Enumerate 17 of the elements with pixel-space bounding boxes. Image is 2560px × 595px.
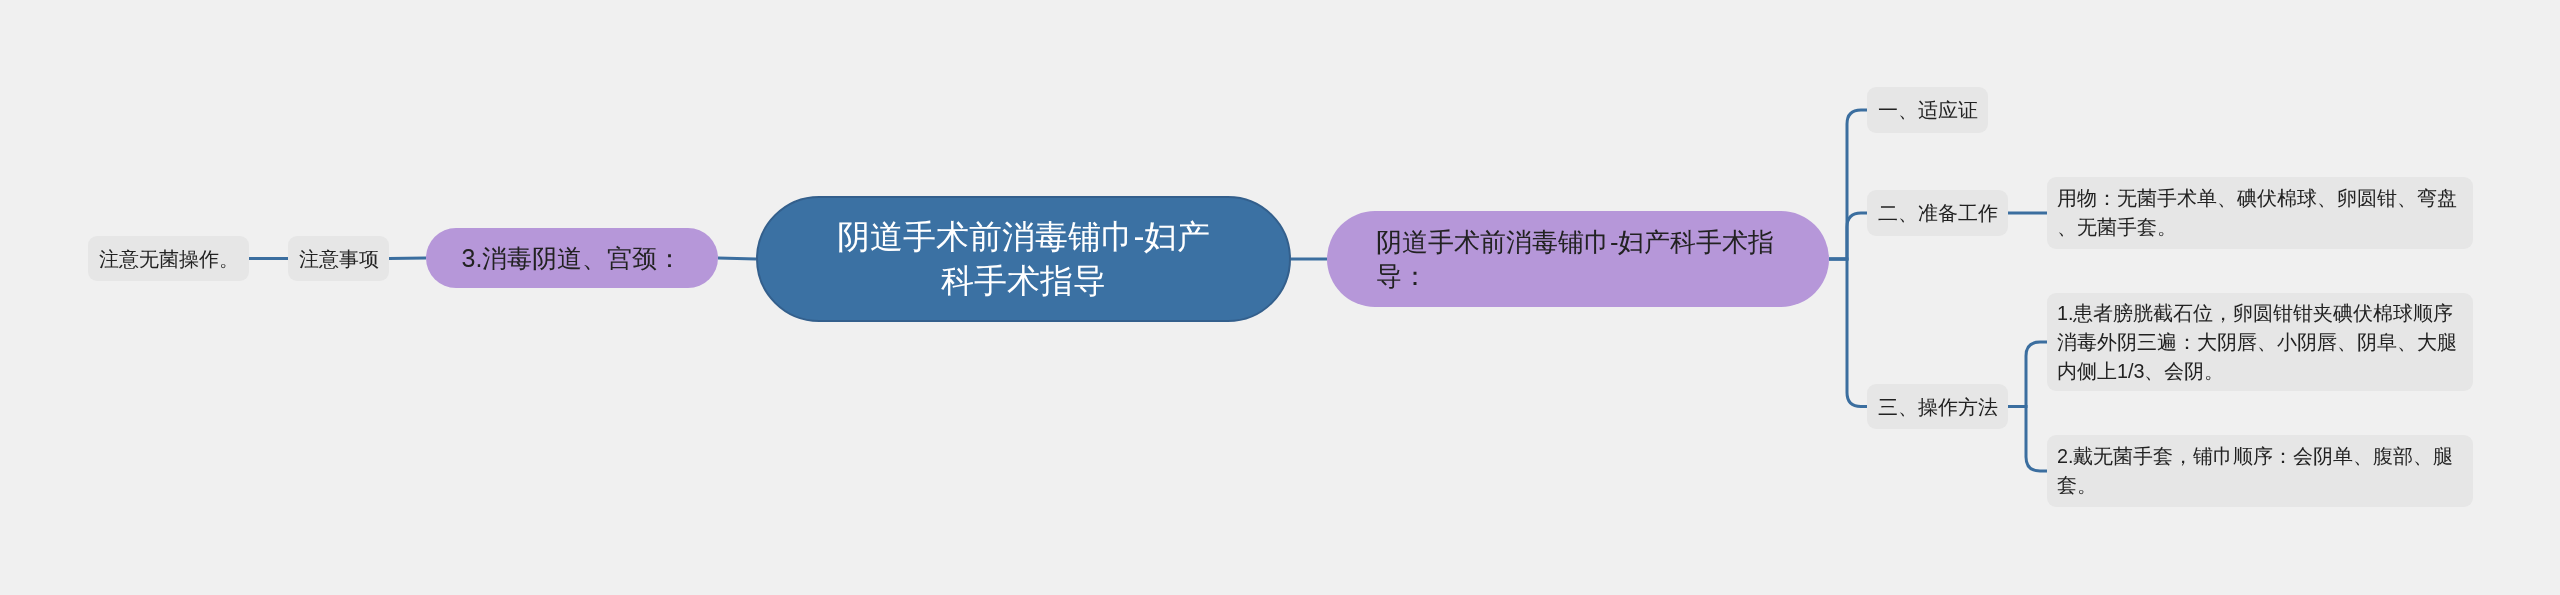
branch-line xyxy=(2008,405,2047,473)
branch-line xyxy=(1291,257,1327,261)
detail-box: 1.患者膀胱截石位，卵圆钳钳夹碘伏棉球顺序消毒外阴三遍：大阴唇、小阴唇、阴阜、大腿内侧上1/3、会阴。 xyxy=(2047,293,2473,391)
subtopic: 三、操作方法 xyxy=(1867,384,2008,429)
subtopic: 二、准备工作 xyxy=(1867,190,2008,236)
main-topic: 3.消毒阴道、宫颈： xyxy=(426,228,718,288)
central-topic: 阴道手术前消毒铺巾-妇产科手术指导 xyxy=(756,196,1291,322)
main-topic: 阴道手术前消毒铺巾-妇产科手术指导： xyxy=(1327,211,1829,307)
branch-line xyxy=(2008,211,2047,215)
detail-box: 用物：无菌手术单、碘伏棉球、卵圆钳、弯盘、无菌手套。 xyxy=(2047,177,2473,249)
subtopic: 注意无菌操作。 xyxy=(88,236,249,281)
branch-line xyxy=(388,256,427,260)
subtopic: 注意事项 xyxy=(288,236,389,281)
detail-box: 2.戴无菌手套，铺巾顺序：会阴单、腹部、腿套。 xyxy=(2047,435,2473,507)
subtopic: 一、适应证 xyxy=(1867,87,1988,133)
branch-line xyxy=(249,257,288,260)
branch-line xyxy=(717,256,757,261)
